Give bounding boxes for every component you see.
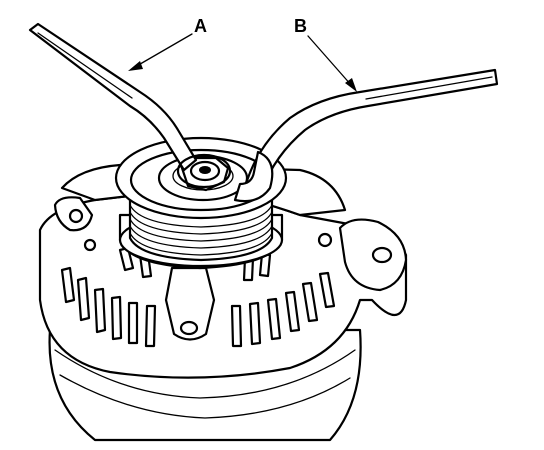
- label-a-arrowhead: [128, 61, 143, 71]
- wrench-b: [233, 68, 499, 203]
- label-a-leader: [134, 33, 193, 68]
- label-b: B: [294, 16, 307, 36]
- label-a-group: A: [128, 16, 207, 71]
- wrench-a: [28, 22, 232, 189]
- label-a: A: [194, 16, 207, 36]
- label-b-leader: [307, 35, 353, 87]
- label-b-group: B: [294, 16, 357, 92]
- label-b-arrowhead: [345, 78, 357, 92]
